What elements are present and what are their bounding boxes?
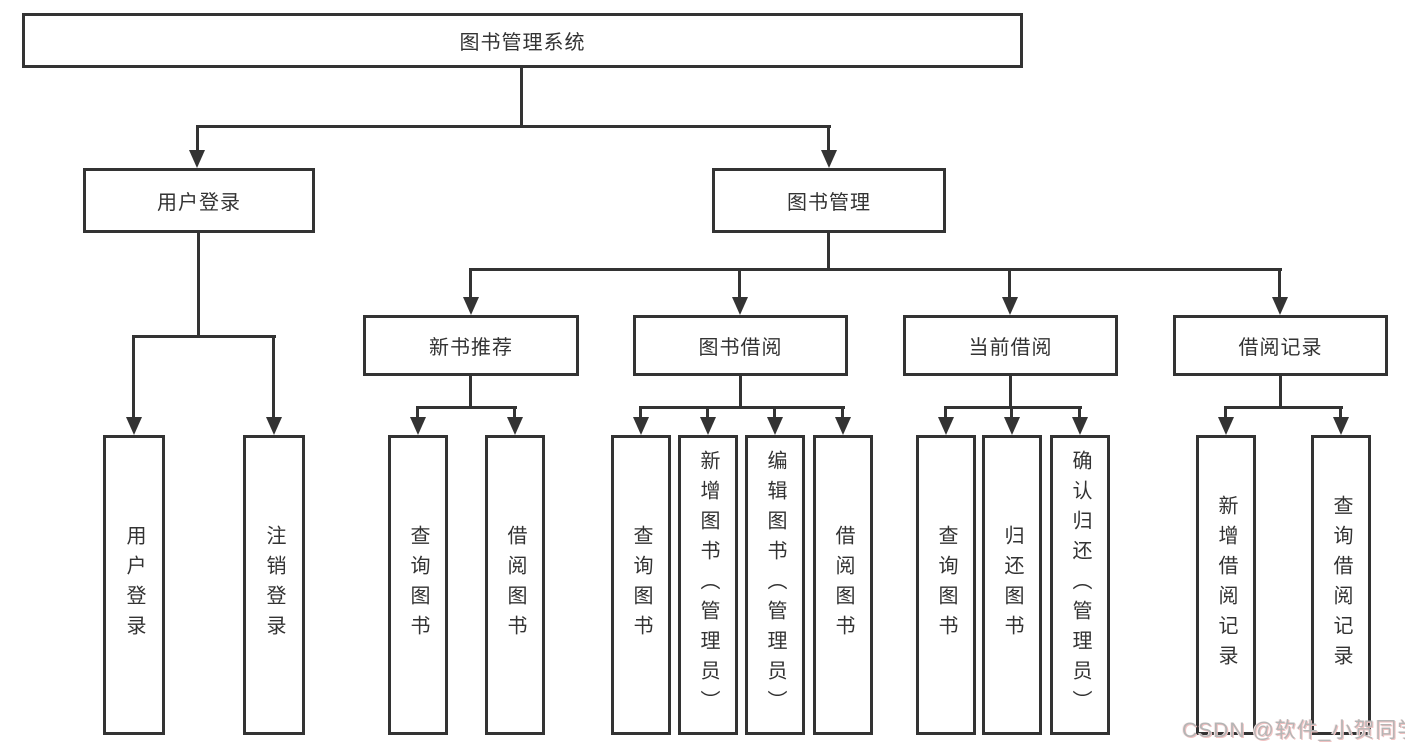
connector-line — [773, 406, 776, 420]
connector-line — [639, 406, 642, 420]
arrowhead-icon — [1002, 297, 1018, 315]
leaf-borrow-books-borrowing: 借阅图书 — [813, 435, 873, 735]
arrowhead-icon — [266, 417, 282, 435]
arrowhead-icon — [1004, 417, 1020, 435]
arrowhead-icon — [938, 417, 954, 435]
leaf-edit-books-admin: 编辑图书（管理员） — [745, 435, 805, 735]
connector-line — [272, 335, 275, 423]
connector-line — [469, 268, 472, 298]
arrowhead-icon — [410, 417, 426, 435]
arrowhead-icon — [767, 417, 783, 435]
connector-line — [520, 68, 523, 127]
arrowhead-icon — [633, 417, 649, 435]
arrowhead-icon — [1333, 417, 1349, 435]
arrowhead-icon — [463, 297, 479, 315]
connector-line — [470, 268, 1282, 271]
leaf-user-login: 用户登录 — [103, 435, 165, 735]
arrowhead-icon — [1218, 417, 1234, 435]
connector-line — [1008, 268, 1011, 298]
connector-line — [513, 406, 516, 420]
connector-line — [738, 268, 741, 298]
arrowhead-icon — [700, 417, 716, 435]
arrowhead-icon — [126, 417, 142, 435]
connector-line — [417, 406, 517, 409]
leaf-query-books-recommend: 查询图书 — [388, 435, 448, 735]
node-new-book-recommend: 新书推荐 — [363, 315, 579, 376]
connector-line — [827, 125, 830, 155]
connector-line — [640, 406, 845, 409]
node-book-borrowing: 图书借阅 — [633, 315, 848, 376]
connector-line — [841, 406, 844, 420]
node-borrowing-records: 借阅记录 — [1173, 315, 1388, 376]
leaf-confirm-return-admin: 确认归还（管理员） — [1050, 435, 1110, 735]
arrowhead-icon — [189, 150, 205, 168]
connector-line — [1078, 406, 1081, 420]
connector-line — [706, 406, 709, 420]
connector-line — [196, 125, 199, 155]
node-library-management-system: 图书管理系统 — [22, 13, 1023, 68]
connector-line — [1339, 406, 1342, 420]
connector-line — [133, 335, 276, 338]
connector-line — [1224, 406, 1227, 420]
leaf-return-books: 归还图书 — [982, 435, 1042, 735]
connector-line — [1279, 376, 1282, 408]
connector-line — [416, 406, 419, 420]
connector-line — [197, 233, 200, 337]
arrowhead-icon — [732, 297, 748, 315]
leaf-query-borrow-record: 查询借阅记录 — [1311, 435, 1371, 735]
arrowhead-icon — [1072, 417, 1088, 435]
arrowhead-icon — [821, 150, 837, 168]
connector-line — [944, 406, 947, 420]
leaf-query-books-borrowing: 查询图书 — [611, 435, 671, 735]
leaf-add-books-admin: 新增图书（管理员） — [678, 435, 738, 735]
connector-line — [1009, 376, 1012, 408]
connector-line — [945, 406, 1082, 409]
arrowhead-icon — [835, 417, 851, 435]
connector-line — [739, 376, 742, 408]
connector-line — [469, 376, 472, 408]
leaf-borrow-books-recommend: 借阅图书 — [485, 435, 545, 735]
connector-line — [1225, 406, 1343, 409]
leaf-logout: 注销登录 — [243, 435, 305, 735]
connector-line — [1010, 406, 1013, 420]
csdn-watermark: CSDN @软件_小贺同学 — [1182, 719, 1405, 742]
node-book-management: 图书管理 — [712, 168, 946, 233]
connector-line — [827, 233, 830, 270]
arrowhead-icon — [1272, 297, 1288, 315]
connector-line — [1278, 268, 1281, 298]
connector-line — [196, 125, 831, 128]
connector-line — [132, 335, 135, 423]
leaf-add-borrow-record: 新增借阅记录 — [1196, 435, 1256, 735]
node-user-login: 用户登录 — [83, 168, 315, 233]
node-current-borrowing: 当前借阅 — [903, 315, 1118, 376]
leaf-query-books-current: 查询图书 — [916, 435, 976, 735]
arrowhead-icon — [507, 417, 523, 435]
